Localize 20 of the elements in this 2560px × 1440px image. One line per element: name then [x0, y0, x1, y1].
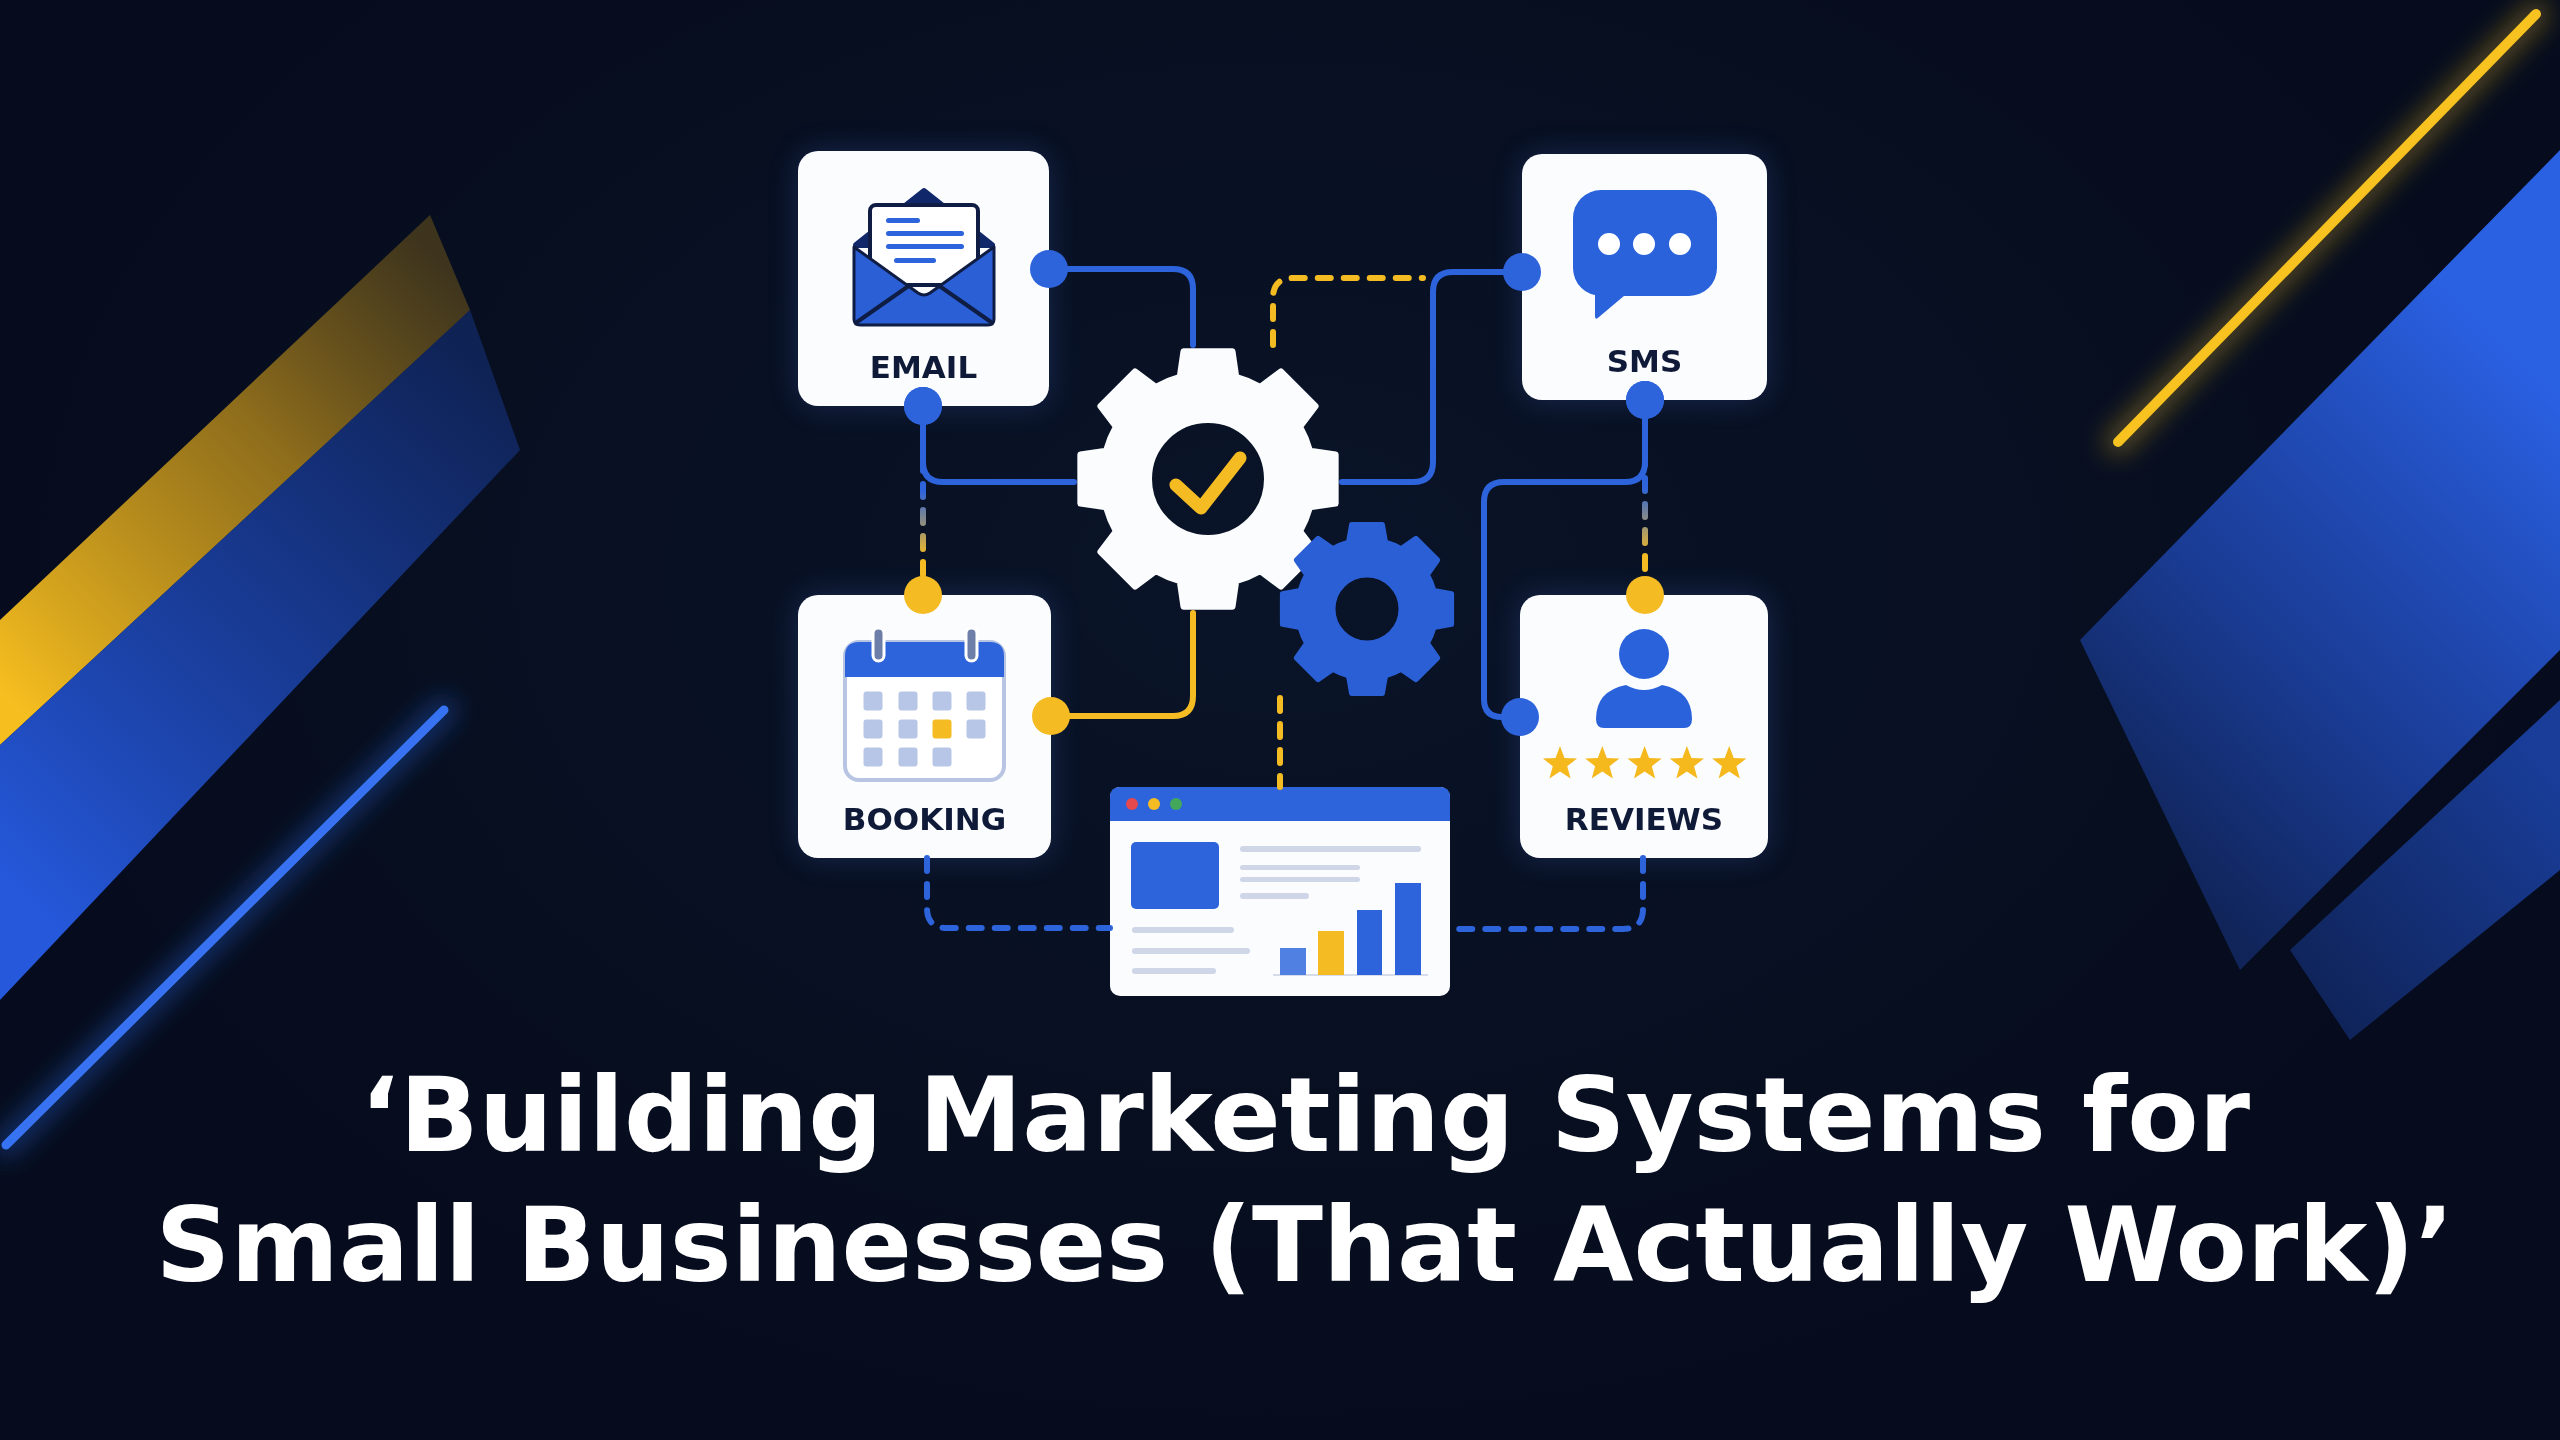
channel-card — [1520, 595, 1768, 858]
connector-line — [1339, 253, 1541, 485]
gear-checkmark-icon — [1074, 345, 1342, 613]
channel-label: REVIEWS — [1564, 800, 1724, 838]
channel-label: BOOKING — [842, 800, 1007, 838]
channel-label: EMAIL — [869, 348, 978, 386]
dashboard-window-illustration — [1110, 787, 1450, 996]
gear-icon — [1278, 520, 1456, 698]
channel-card — [798, 151, 1049, 406]
channel-card — [798, 595, 1051, 858]
connector-line — [1481, 381, 1664, 736]
title-heading: ‘Building Marketing Systems for Small Businesses (That Actually Work)’ — [155, 1053, 2455, 1308]
dashed-connector-line — [1270, 275, 1426, 348]
channel-label: SMS — [1606, 342, 1683, 380]
channel-card — [1522, 154, 1767, 400]
connector-line — [1032, 610, 1196, 735]
dashed-connector-line — [924, 855, 1113, 931]
connector-line — [904, 387, 1077, 485]
connector-line — [1030, 250, 1196, 348]
dashed-connector-line — [1277, 695, 1283, 790]
